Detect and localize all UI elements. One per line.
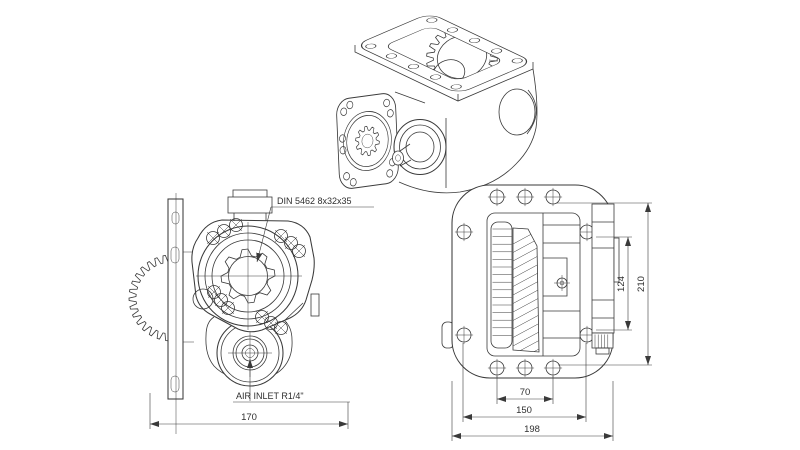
flange-bolt-holes: [365, 17, 523, 90]
spline-callout: DIN 5462 8x32x35: [256, 196, 374, 263]
flange-opening: [486, 212, 581, 357]
input-flange: [336, 93, 399, 189]
spline-label: DIN 5462 8x32x35: [277, 196, 352, 206]
spur-gear-edge: [490, 221, 513, 349]
air-inlet-callout: AIR INLET R1/4": [233, 359, 350, 403]
shaft-internals: [542, 213, 580, 356]
dimension-70: 70: [496, 376, 554, 404]
body-bolt-holes: [192, 218, 306, 335]
housing-body-edge: [394, 91, 426, 104]
dim-170-value: 170: [241, 412, 257, 423]
top-mounting-flange: [354, 15, 534, 102]
dimension-170: 170: [149, 393, 349, 429]
dim-210-value: 210: [636, 276, 647, 292]
breather-cap: [227, 189, 273, 221]
plug-hole: [192, 288, 214, 310]
air-inlet-label: AIR INLET R1/4": [236, 391, 304, 401]
dim-70-value: 70: [520, 387, 531, 398]
dimension-210: 210: [557, 202, 652, 366]
dim-198-value: 198: [524, 424, 540, 435]
input-spline-bore: [355, 125, 380, 157]
mounting-flange-plate: [167, 198, 184, 400]
spline-bore-profile: [220, 248, 276, 304]
dimension-124: 124: [596, 236, 632, 331]
output-shaft-assembly: [392, 118, 447, 176]
housing-body-outline: [398, 68, 538, 194]
dimension-198: 198: [451, 381, 614, 441]
dim-150-value: 150: [516, 405, 532, 416]
rear-cover-cylinder: [498, 88, 537, 136]
side-view: DIN 5462 8x32x35 AIR INLET R1/4" 170: [128, 189, 374, 434]
dim-124-value: 124: [616, 276, 627, 292]
dimension-150: 150: [462, 343, 587, 422]
isometric-view: [336, 15, 538, 194]
output-shaft-stub: [392, 150, 404, 166]
flange-thickness-edge: [354, 45, 534, 102]
gear-teeth-arc: [128, 255, 171, 342]
output-bore: [196, 222, 302, 330]
housing-edge-strip: [591, 203, 620, 355]
side-cover-tab: [310, 293, 320, 317]
flange-bolt-holes: [454, 187, 597, 378]
top-view: 70 150 198 124 210: [441, 184, 652, 441]
input-flange-holes: [339, 98, 396, 187]
